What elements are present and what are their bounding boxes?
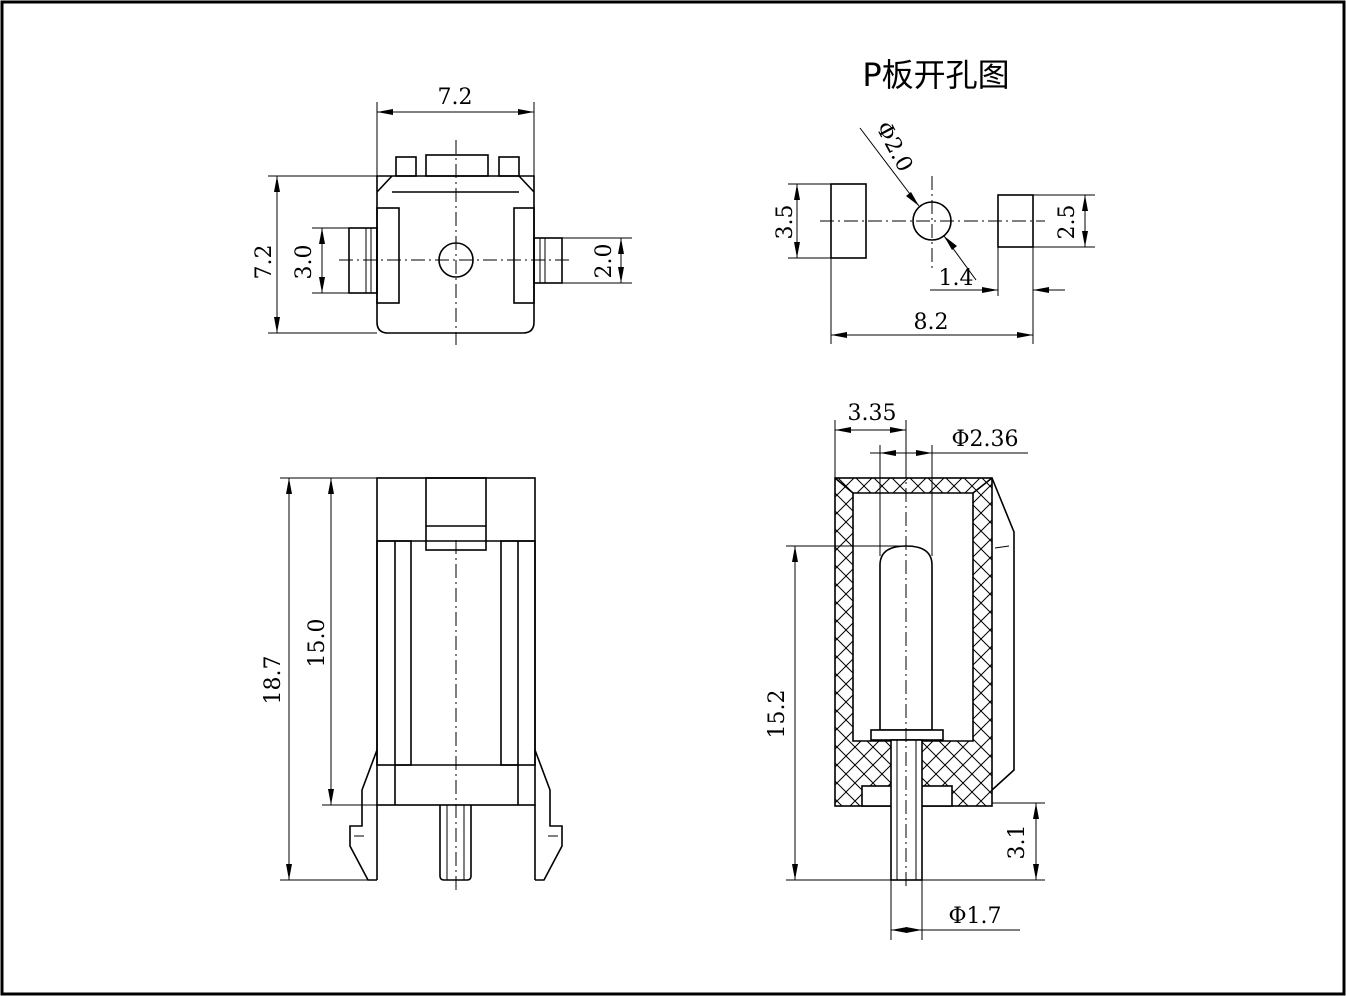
section-view — [786, 420, 1045, 940]
hole-pattern-title: P板开孔图 — [862, 56, 1009, 94]
dim-left-tab: 3.0 — [292, 245, 317, 280]
top-view — [268, 102, 632, 345]
dim-gap: 1.4 — [939, 266, 974, 291]
dim-hole-diameter: Φ2.0 — [870, 118, 917, 177]
dim-top-width: 7.2 — [438, 85, 473, 110]
dim-pin-diameter: Φ1.7 — [948, 904, 1001, 929]
dim-offset: 3.35 — [848, 401, 897, 426]
dim-left-pad: 3.5 — [773, 205, 798, 240]
dim-top-height: 7.2 — [252, 245, 277, 280]
dim-right-pad: 2.5 — [1055, 205, 1080, 240]
front-view — [280, 477, 563, 890]
dim-pin-length: 3.1 — [1005, 825, 1030, 860]
dim-overall-height: 18.7 — [261, 656, 286, 705]
dim-travel-height: 15.2 — [765, 690, 790, 739]
dim-plunger-diameter: Φ2.36 — [951, 427, 1018, 452]
dim-span: 8.2 — [914, 310, 949, 335]
hole-pattern — [788, 127, 1095, 344]
dim-right-tab: 2.0 — [592, 244, 617, 279]
dim-body-height: 15.0 — [305, 619, 330, 668]
